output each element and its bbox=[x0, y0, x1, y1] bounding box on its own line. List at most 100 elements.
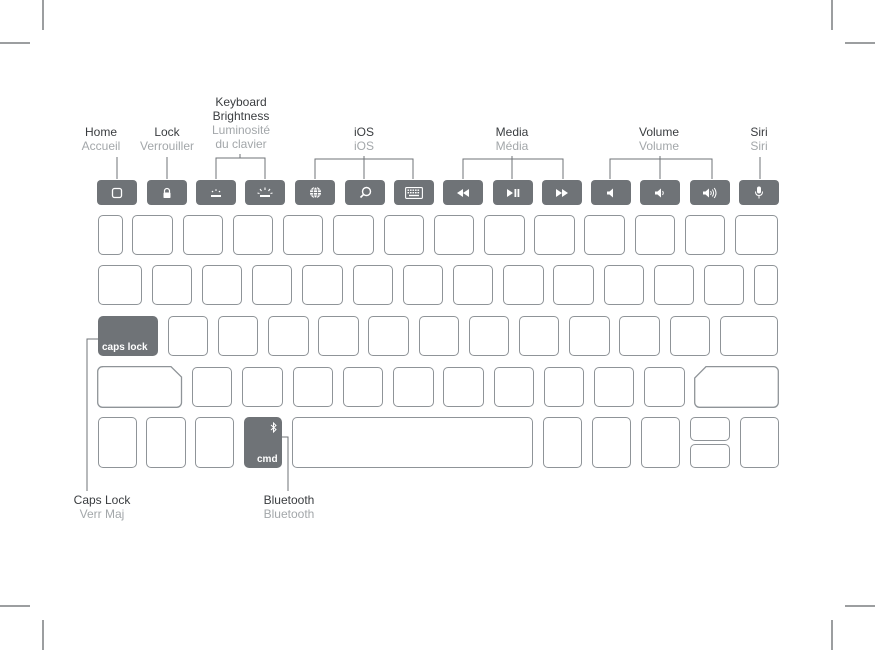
fast-forward-key[interactable] bbox=[542, 180, 582, 205]
key[interactable] bbox=[754, 265, 778, 305]
key[interactable] bbox=[146, 417, 186, 468]
key[interactable] bbox=[685, 215, 725, 255]
key[interactable] bbox=[584, 215, 625, 255]
key[interactable] bbox=[484, 215, 525, 255]
label-siri: Siri Siri bbox=[750, 125, 768, 153]
key[interactable] bbox=[202, 265, 242, 305]
keyboard-key[interactable] bbox=[394, 180, 434, 205]
key[interactable] bbox=[333, 215, 374, 255]
brightness-up-icon bbox=[257, 187, 273, 197]
bracket-volume bbox=[609, 158, 713, 179]
key[interactable] bbox=[434, 215, 474, 255]
key[interactable] bbox=[619, 316, 660, 356]
key[interactable] bbox=[98, 215, 123, 255]
lock-icon bbox=[163, 187, 171, 198]
key[interactable] bbox=[168, 316, 208, 356]
key[interactable] bbox=[368, 316, 409, 356]
mute-key[interactable] bbox=[591, 180, 631, 205]
label-lock: Lock Verrouiller bbox=[139, 125, 195, 153]
key[interactable] bbox=[453, 265, 493, 305]
key[interactable] bbox=[594, 367, 634, 407]
keyboard-icon bbox=[405, 186, 423, 199]
key[interactable] bbox=[403, 265, 443, 305]
key[interactable] bbox=[98, 265, 142, 305]
leader-caps-lock bbox=[86, 338, 98, 491]
key[interactable] bbox=[318, 316, 359, 356]
key[interactable] bbox=[735, 215, 778, 255]
key[interactable] bbox=[152, 265, 192, 305]
key[interactable] bbox=[670, 316, 710, 356]
key[interactable] bbox=[183, 215, 223, 255]
key[interactable] bbox=[644, 367, 685, 407]
label-volume: Volume Volume bbox=[638, 125, 680, 153]
search-icon bbox=[359, 186, 371, 199]
key[interactable] bbox=[192, 367, 232, 407]
bluetooth-icon bbox=[270, 422, 277, 433]
key[interactable] bbox=[569, 316, 610, 356]
key[interactable] bbox=[543, 417, 582, 468]
rewind-key[interactable] bbox=[443, 180, 483, 205]
return-key[interactable] bbox=[720, 316, 778, 356]
key[interactable] bbox=[384, 215, 424, 255]
fast-forward-icon bbox=[556, 188, 568, 197]
key[interactable] bbox=[419, 316, 459, 356]
home-key[interactable] bbox=[97, 180, 137, 205]
key[interactable] bbox=[553, 265, 594, 305]
key[interactable] bbox=[302, 265, 343, 305]
mute-icon bbox=[607, 188, 613, 197]
key[interactable] bbox=[503, 265, 544, 305]
lock-key[interactable] bbox=[147, 180, 187, 205]
caps-lock-key[interactable]: caps lock bbox=[98, 316, 158, 356]
brightness-up-key[interactable] bbox=[245, 180, 285, 205]
caps-lock-label: caps lock bbox=[102, 342, 148, 353]
key[interactable] bbox=[494, 367, 534, 407]
key[interactable] bbox=[268, 316, 309, 356]
key[interactable] bbox=[393, 367, 434, 407]
rewind-icon bbox=[457, 188, 469, 197]
key[interactable] bbox=[604, 265, 644, 305]
key[interactable] bbox=[293, 367, 333, 407]
label-caps-lock: Caps Lock Verr Maj bbox=[73, 493, 131, 521]
key[interactable] bbox=[654, 265, 694, 305]
cmd-label: cmd bbox=[257, 454, 278, 465]
key[interactable] bbox=[132, 215, 173, 255]
key[interactable] bbox=[353, 265, 393, 305]
play-pause-key[interactable] bbox=[493, 180, 533, 205]
arrow-down-key[interactable] bbox=[690, 444, 730, 468]
key[interactable] bbox=[704, 265, 744, 305]
key[interactable] bbox=[641, 417, 680, 468]
spacebar[interactable] bbox=[292, 417, 533, 468]
key[interactable] bbox=[740, 417, 779, 468]
search-key[interactable] bbox=[345, 180, 385, 205]
key[interactable] bbox=[544, 367, 584, 407]
cmd-key[interactable]: cmd bbox=[244, 417, 282, 468]
key[interactable] bbox=[195, 417, 234, 468]
key[interactable] bbox=[233, 215, 273, 255]
key[interactable] bbox=[534, 215, 575, 255]
key[interactable] bbox=[218, 316, 258, 356]
bracket-media bbox=[462, 158, 564, 179]
key[interactable] bbox=[443, 367, 484, 407]
key[interactable] bbox=[242, 367, 283, 407]
bracket-brightness bbox=[215, 157, 266, 179]
brightness-down-key[interactable] bbox=[196, 180, 236, 205]
volume-down-key[interactable] bbox=[640, 180, 680, 205]
key[interactable] bbox=[98, 417, 137, 468]
left-shift-key[interactable] bbox=[97, 366, 183, 408]
siri-key[interactable] bbox=[739, 180, 779, 205]
key[interactable] bbox=[635, 215, 675, 255]
key[interactable] bbox=[343, 367, 383, 407]
key[interactable] bbox=[283, 215, 323, 255]
key[interactable] bbox=[469, 316, 509, 356]
microphone-icon bbox=[755, 186, 763, 199]
label-ios: iOS iOS bbox=[353, 125, 375, 153]
key[interactable] bbox=[519, 316, 559, 356]
volume-up-key[interactable] bbox=[690, 180, 730, 205]
key[interactable] bbox=[252, 265, 292, 305]
key[interactable] bbox=[592, 417, 631, 468]
arrow-up-key[interactable] bbox=[690, 417, 730, 441]
globe-key[interactable] bbox=[295, 180, 335, 205]
right-shift-key[interactable] bbox=[694, 366, 780, 408]
